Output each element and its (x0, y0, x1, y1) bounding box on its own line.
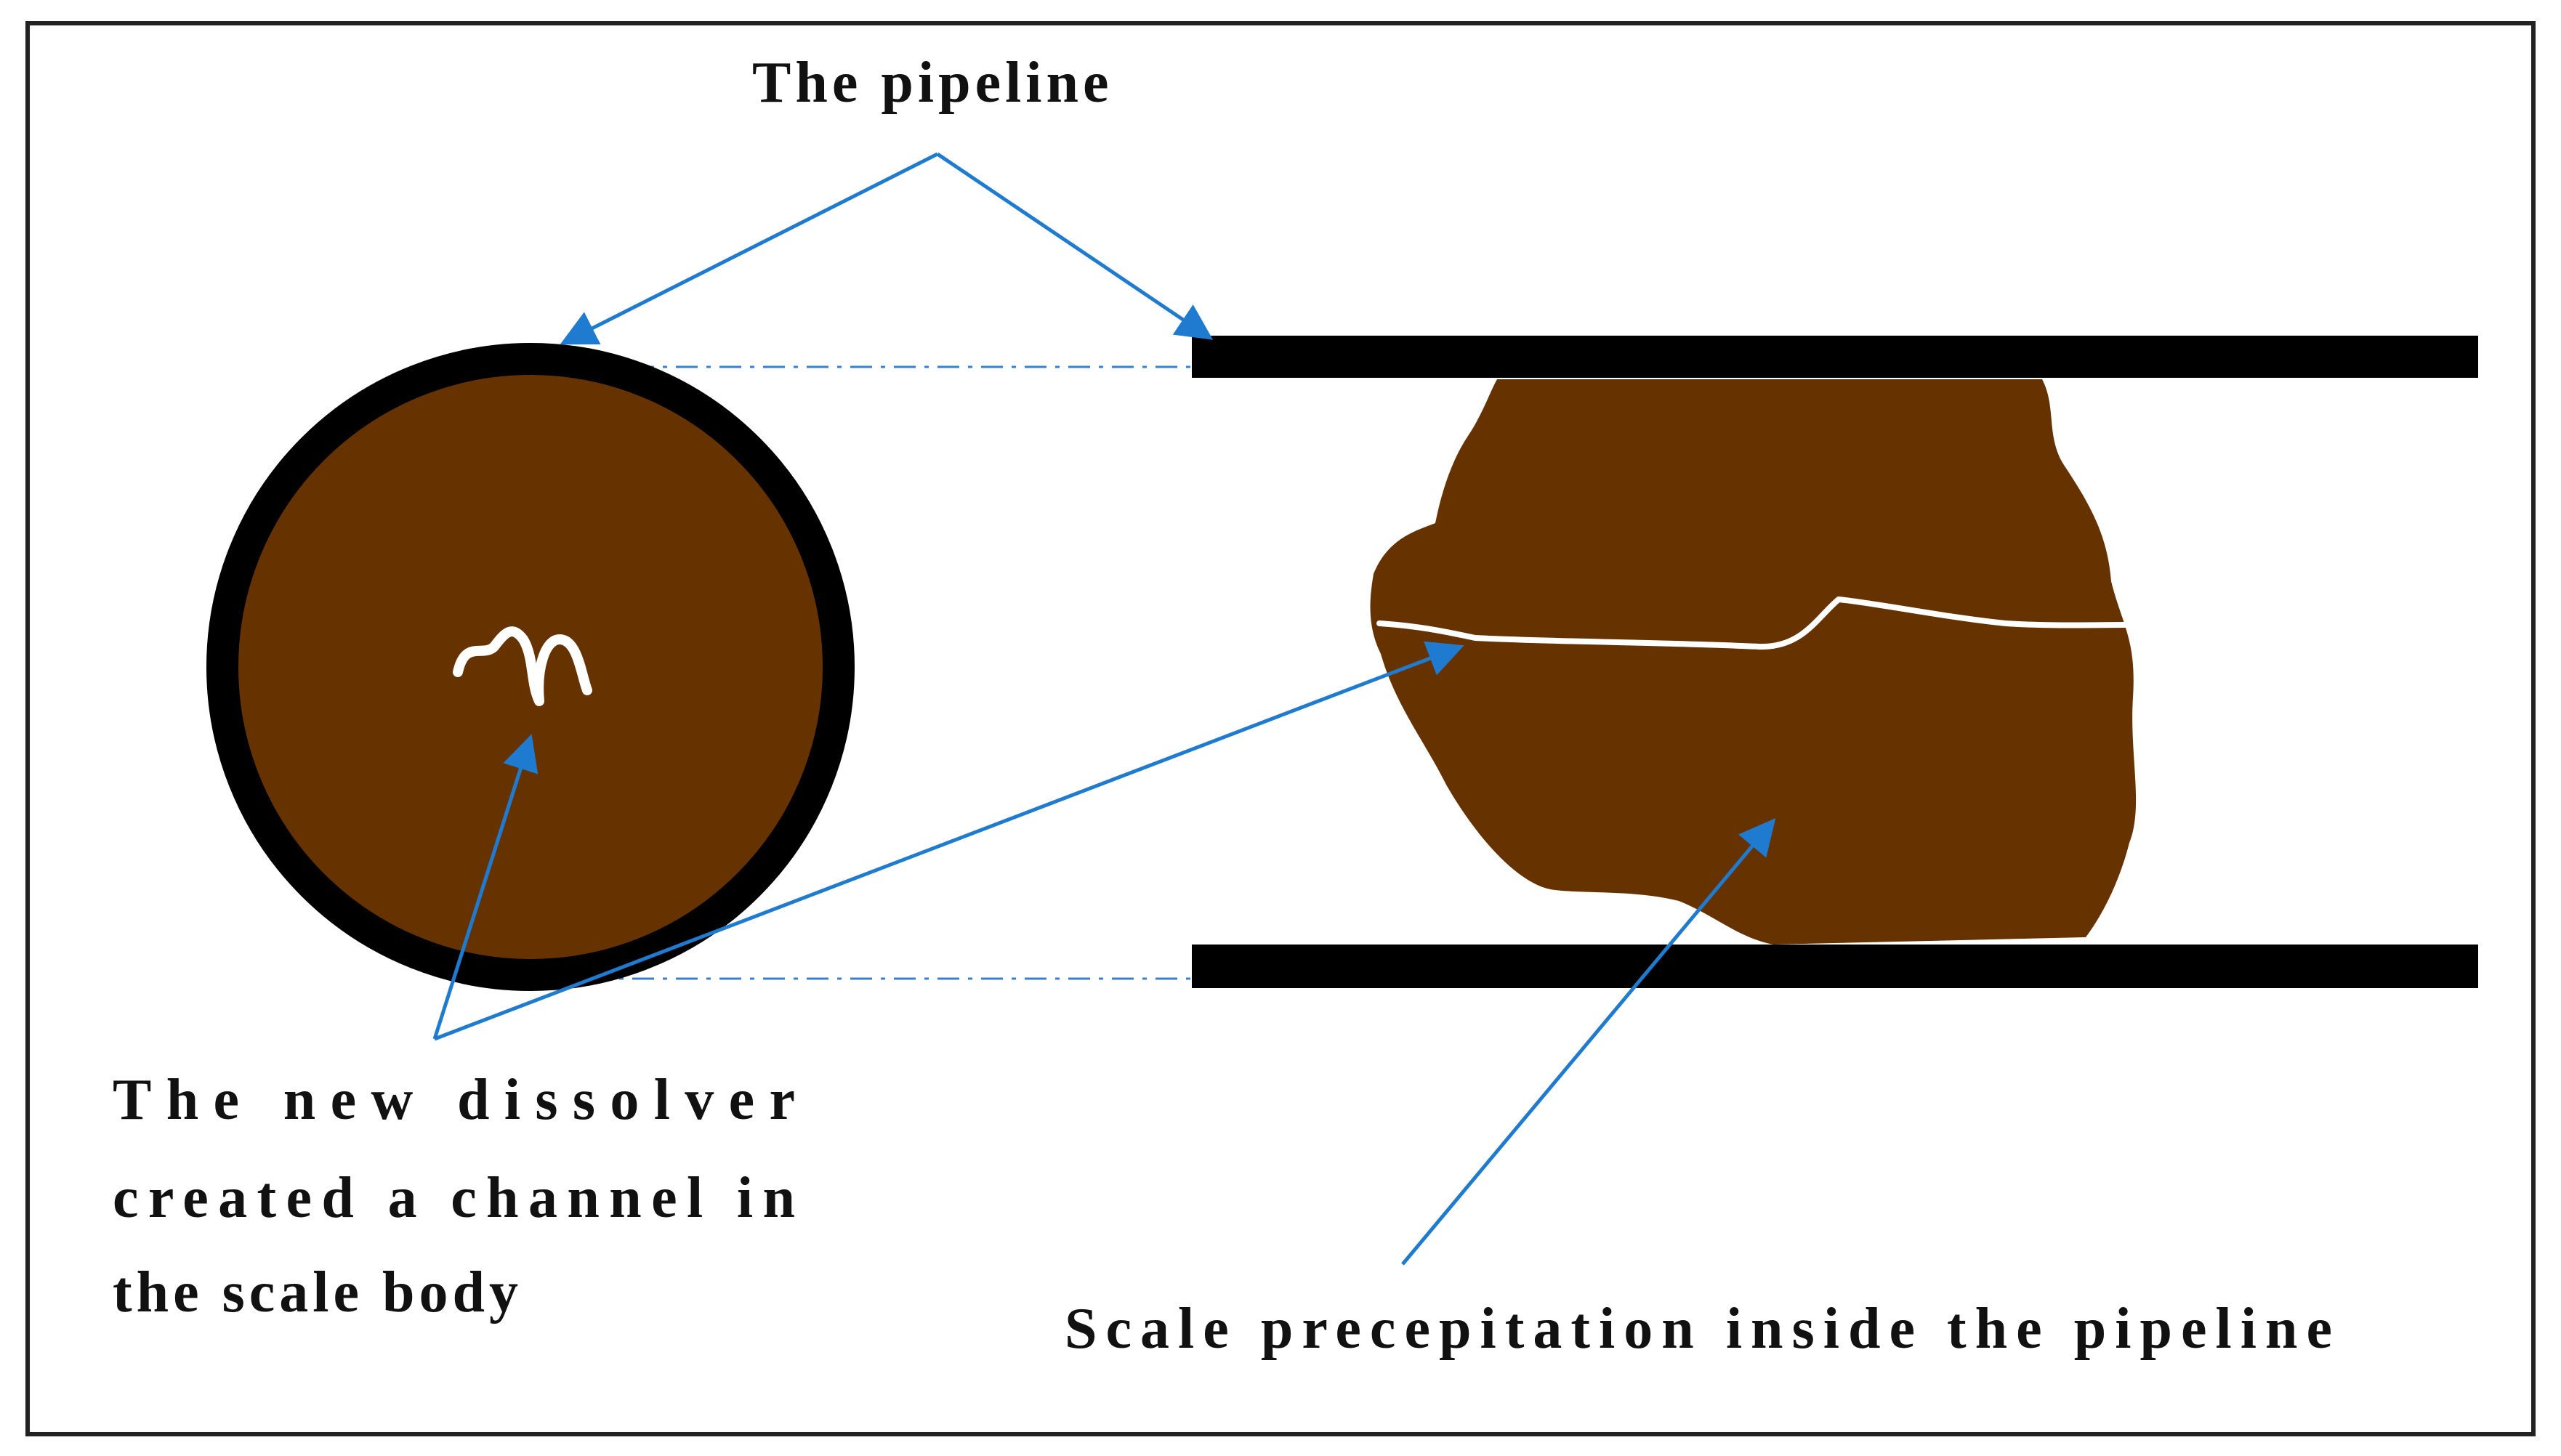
scale-arrow (1401, 818, 1776, 1266)
pipe-bottom-wall (1192, 945, 2478, 988)
pipeline-arrow-to-wall (936, 152, 1214, 340)
scale-channel-crack (1376, 596, 2136, 650)
dissolver-arrow-to-circle (432, 734, 539, 1040)
pipeline-arrow-to-circle (560, 152, 939, 345)
channel-opening (453, 626, 592, 706)
pipe-top-wall (1192, 336, 2478, 378)
scale-deposit (1370, 379, 2137, 945)
figure-frame (25, 21, 2536, 1436)
dissolver-label-line3: the scale body (113, 1261, 523, 1324)
dissolver-label-line2: created a channel in (113, 1166, 799, 1230)
dissolver-label-line1: The new dissolver (113, 1068, 799, 1132)
dissolver-arrow-to-crack (434, 641, 1464, 1041)
scale-label: Scale precepitation inside the pipeline (1065, 1297, 2336, 1361)
pipeline-label: The pipeline (752, 51, 1113, 115)
